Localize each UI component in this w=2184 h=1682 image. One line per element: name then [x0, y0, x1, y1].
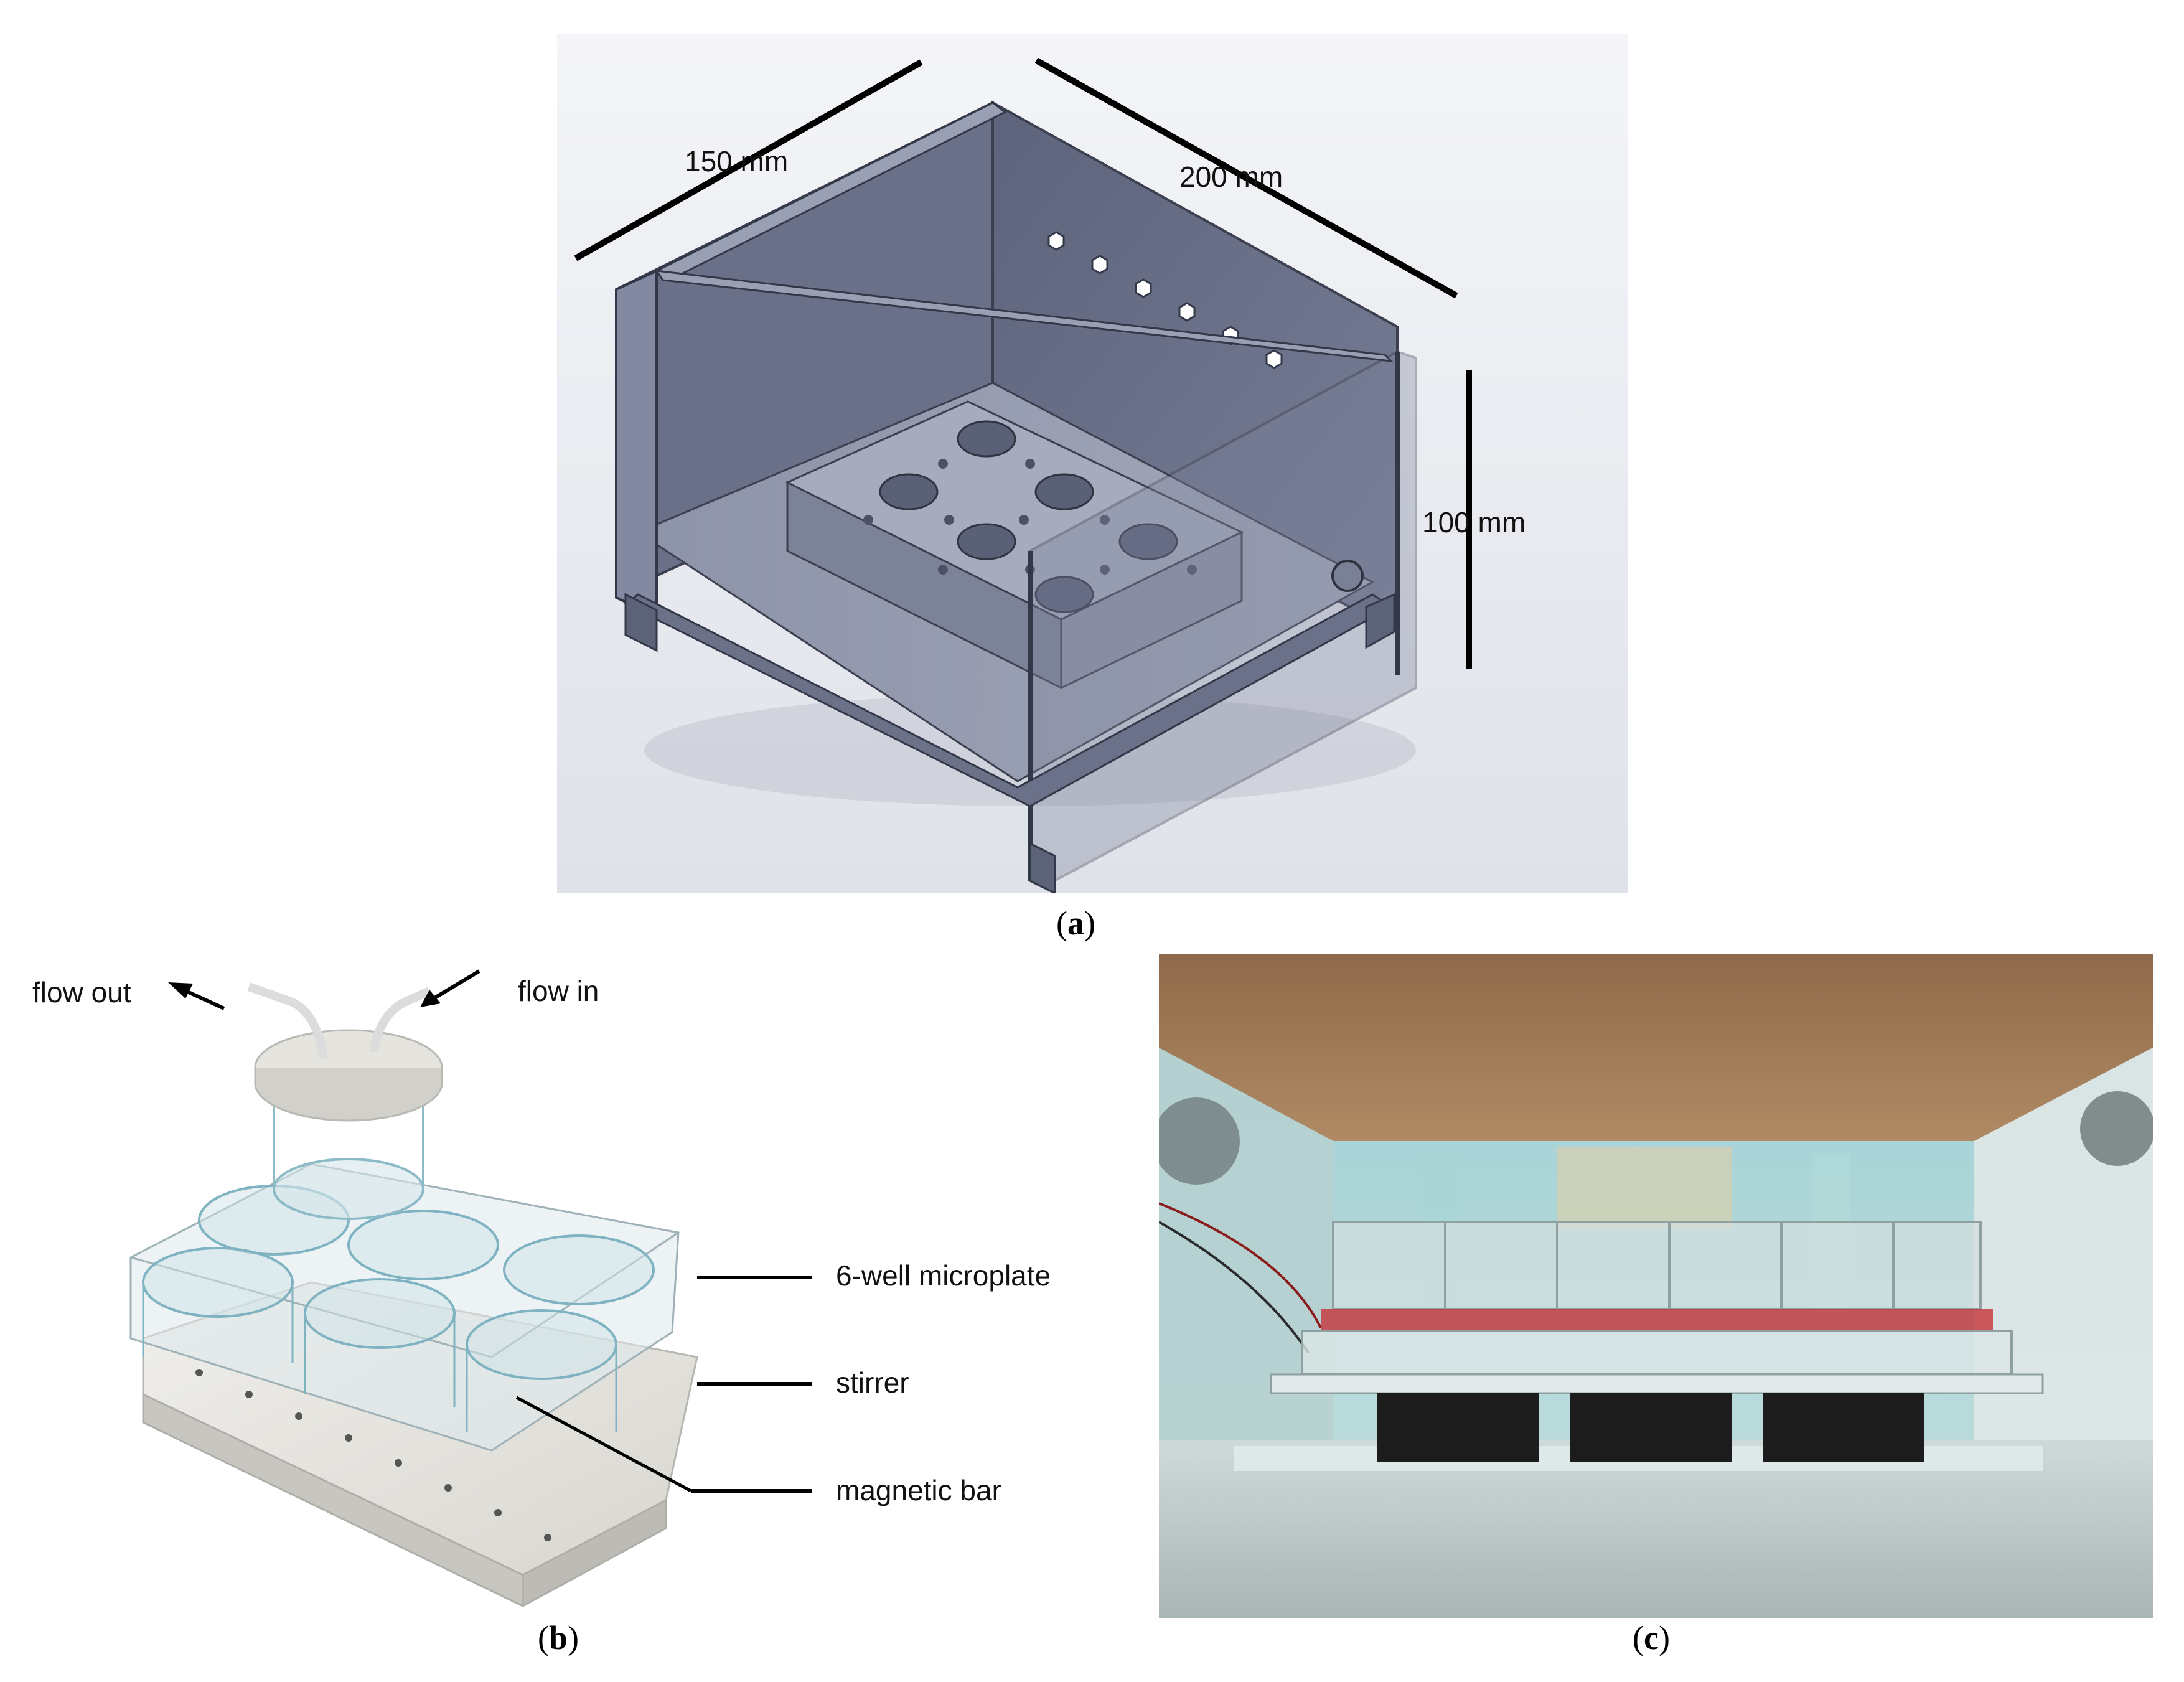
panel-c-photo [1159, 954, 2153, 1618]
panel-a-cad-render [557, 34, 1628, 893]
flow-out-label: flow out [32, 976, 131, 1008]
cad-box-drawing [557, 34, 1628, 893]
caption-b-close: ) [568, 1619, 579, 1656]
dimension-depth-label: 150 mm [685, 145, 789, 177]
caption-c-letter: c [1643, 1619, 1659, 1656]
dimension-width-label: 200 mm [1179, 161, 1283, 193]
flow-in-label: flow in [518, 975, 599, 1007]
caption-a: (a) [1056, 904, 1095, 942]
plate-stirrer-drawing [129, 969, 812, 1608]
caption-b-letter: b [548, 1619, 568, 1656]
photo-illustration [1159, 954, 2153, 1618]
caption-c-close: ) [1658, 1619, 1670, 1656]
caption-a-open: ( [1056, 904, 1067, 942]
caption-b-open: ( [538, 1619, 549, 1656]
caption-b: (b) [538, 1619, 579, 1657]
panel-b-plate-render [106, 959, 1164, 1631]
microplate-label: 6-well microplate [836, 1259, 1051, 1292]
caption-c-open: ( [1633, 1619, 1644, 1656]
caption-a-close: ) [1084, 904, 1095, 942]
stirrer-label: stirrer [836, 1366, 909, 1399]
caption-a-letter: a [1067, 904, 1084, 942]
caption-c: (c) [1633, 1619, 1670, 1657]
dimension-height-label: 100 mm [1422, 506, 1526, 538]
magnetic-bar-label: magnetic bar [836, 1474, 1001, 1506]
